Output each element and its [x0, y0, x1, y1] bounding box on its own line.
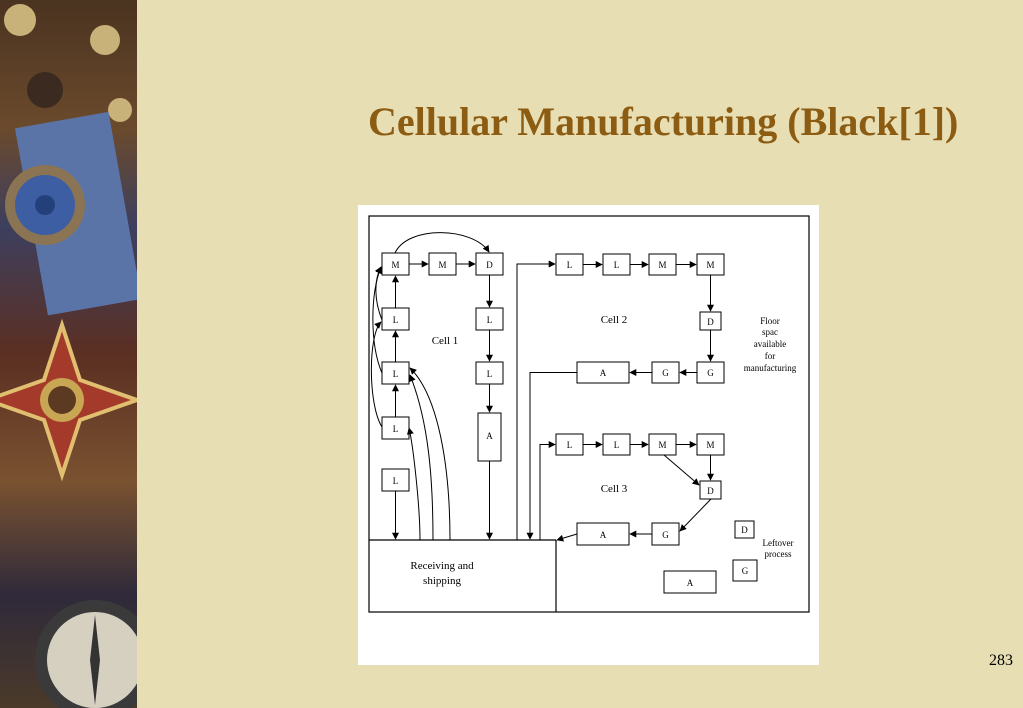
note-line: Floor [760, 316, 780, 326]
machine-label: M [658, 260, 666, 270]
machine-label: G [707, 368, 714, 378]
machine-label: G [742, 566, 749, 576]
floor-space-note: Floor spac available for manufacturing [744, 316, 797, 373]
machine-box [734, 520, 755, 539]
machine-label: D [741, 525, 748, 535]
machine-label: L [393, 424, 399, 434]
machine-label: G [662, 530, 669, 540]
machine-label: A [600, 368, 607, 378]
machine-label: D [707, 317, 714, 327]
machine-label: A [486, 431, 493, 441]
machine-label: L [393, 315, 399, 325]
note-line: process [765, 549, 792, 559]
cellular-layout-diagram: M M D L L L L L L A Cell 1 [358, 205, 819, 665]
note-line: for [765, 351, 776, 361]
leftover-group: D G A [663, 520, 758, 594]
machine-label: L [614, 440, 620, 450]
machine-label: M [658, 440, 666, 450]
machine-label: L [567, 260, 573, 270]
machine-label: L [393, 369, 399, 379]
machine-label: M [706, 260, 714, 270]
cell-2-group: L L M M D G G A Cell 2 [516, 253, 725, 540]
decorative-side-image [0, 0, 137, 708]
cell-2-label: Cell 2 [601, 314, 628, 326]
machine-label: L [614, 260, 620, 270]
floor-boundary [368, 215, 810, 613]
slide-title: Cellular Manufacturing (Black[1]) [368, 99, 959, 144]
note-line: spac [762, 327, 778, 337]
note-line: Leftover [763, 538, 794, 548]
receiving-label: Receiving and [410, 560, 474, 572]
note-line: available [754, 339, 786, 349]
cell-1-group: M M D L L L L L L A Cell 1 [370, 232, 504, 541]
machine-label: A [687, 578, 694, 588]
shipping-label: shipping [423, 575, 461, 587]
machine-label: M [438, 260, 446, 270]
cell-3-group: L L M M D G A Cell 3 [539, 433, 725, 546]
machine-label: G [662, 368, 669, 378]
machine-label: M [391, 260, 399, 270]
machine-label: L [487, 315, 493, 325]
machine-label: L [487, 369, 493, 379]
machine-label: L [567, 440, 573, 450]
machine-box [663, 570, 717, 594]
leftover-note: Leftover process [763, 538, 794, 559]
cell-3-label: Cell 3 [601, 483, 628, 495]
note-line: manufacturing [744, 363, 797, 373]
page-number: 283 [989, 652, 1013, 669]
machine-label: D [486, 260, 493, 270]
machine-label: L [393, 476, 399, 486]
cell-1-label: Cell 1 [432, 335, 459, 347]
machine-box [732, 559, 758, 582]
machine-label: A [600, 530, 607, 540]
machine-label: D [707, 486, 714, 496]
machine-label: M [706, 440, 714, 450]
